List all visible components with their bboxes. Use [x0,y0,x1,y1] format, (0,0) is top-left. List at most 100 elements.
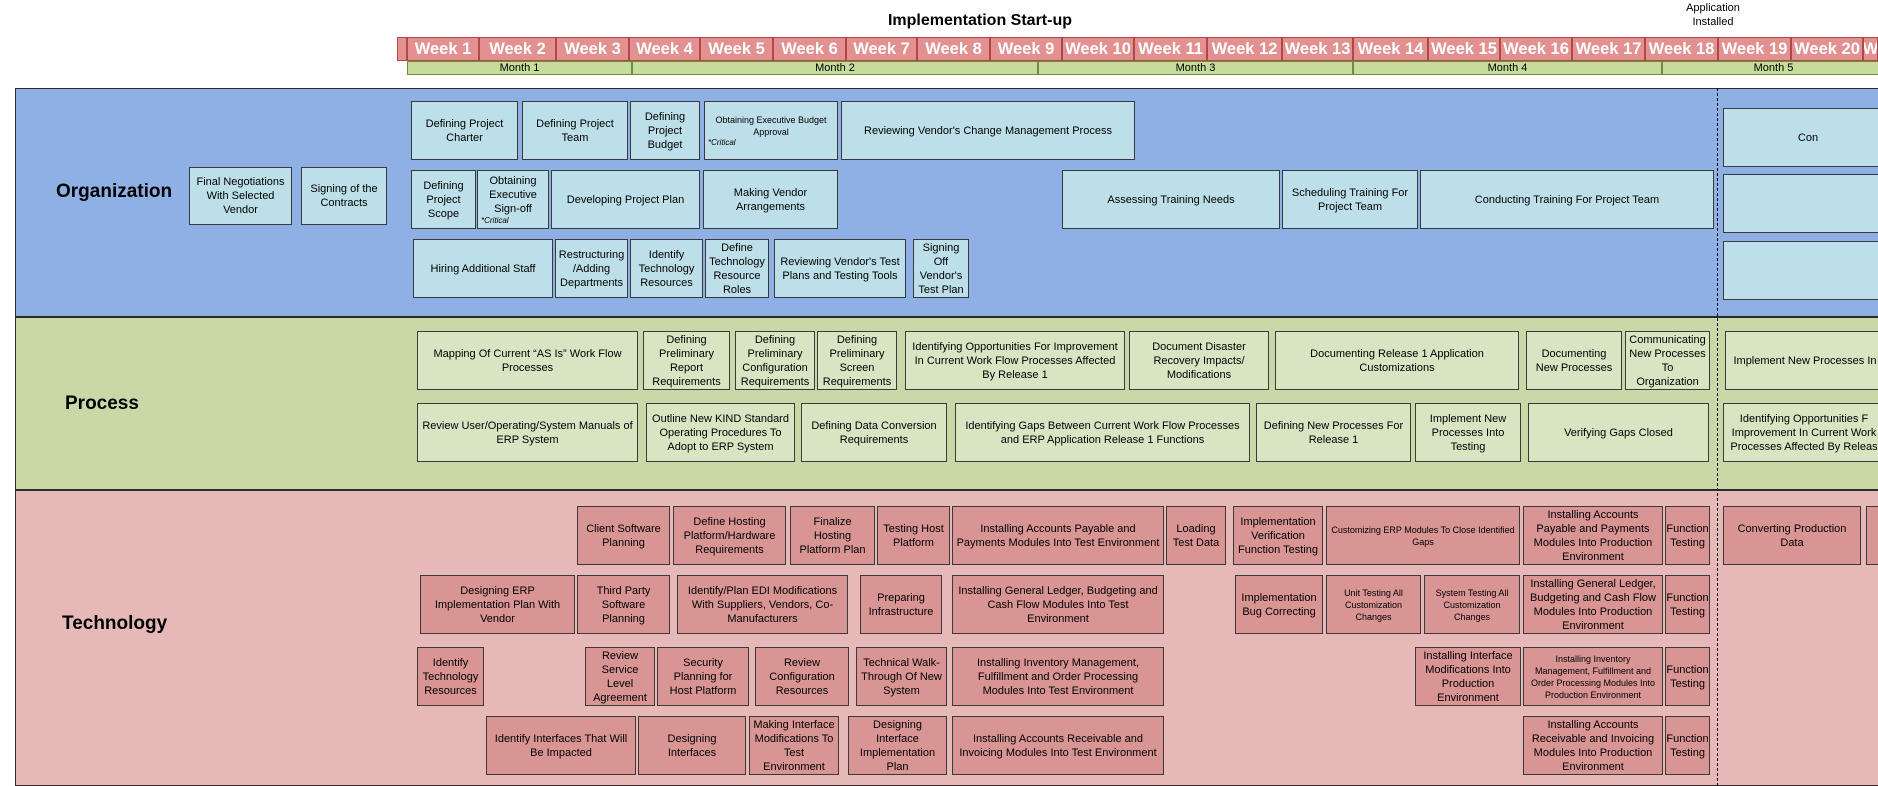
technology-task: Loading Test Data [1166,506,1226,565]
task-label: Defining Project Budget [644,110,686,151]
technology-task: Installing General Ledger, Budgeting and… [1523,575,1663,634]
task-label: Function Testing [1666,663,1709,690]
technology-task: Review Service Level Agreement [585,647,655,706]
task-label: Converting Production Data [1737,522,1847,549]
task-label: Defining Project Scope [423,179,464,220]
milestone-label: Application Installed [1686,2,1740,28]
task-label: Defining New Processes For Release 1 [1263,419,1404,446]
task-label: Installing General Ledger, Budgeting and… [1530,577,1656,632]
week-cell: Week 19 [1718,37,1791,61]
task-label: Defining Project Charter [425,117,504,144]
task-label: Signing of the Contracts [310,183,378,209]
task-label: Identifying Opportunities For Improvemen… [912,340,1118,381]
technology-task: Customizing ERP Modules To Close Identif… [1326,506,1520,565]
month-cell: Month 1 [407,61,632,75]
task-label: Function Testing [1666,591,1709,618]
week-cell: Week 17 [1572,37,1645,61]
technology-label: Technology [62,613,168,634]
task-label: Installing Interface Modifications Into … [1423,649,1513,704]
task-label: Installing Inventory Management, Fulfill… [1530,653,1656,700]
process-task: Communicating New Processes To Organizat… [1625,331,1710,390]
technology-task: Third Party Software Planning [577,575,670,634]
task-label: Define Technology Resource Roles [709,241,765,296]
task-label: System Testing All Customization Changes [1435,587,1509,622]
week-cell: Week 5 [700,37,773,61]
process-task: Document Disaster Recovery Impacts/ Modi… [1129,331,1269,390]
process-task: Defining New Processes For Release 1 [1256,403,1411,462]
task-label: Signing Off Vendor's Test Plan [918,241,964,296]
technology-task [1866,506,1878,565]
technology-task: Installing Interface Modifications Into … [1415,647,1521,706]
task-label: Identify Technology Resources [638,248,695,289]
task-label: Reviewing Vendor's Test Plans and Testin… [780,255,900,282]
task-label: Identifying Gaps Between Current Work Fl… [965,419,1240,446]
process-task: Defining Data Conversion Requirements [801,403,947,462]
critical-note: *Critical [708,137,736,147]
technology-task: Installing Accounts Payable and Payments… [1523,506,1663,565]
organization-task: Making Vendor Arrangements [703,170,838,229]
week-cell: Week 20 [1791,37,1863,61]
task-label: Defining Project Team [536,117,614,144]
week-cell: Week 7 [846,37,917,61]
month-cell: Month 4 [1353,61,1662,75]
task-label: Final Negotiations With Selected Vendor [196,176,285,216]
task-label: Assessing Training Needs [1107,193,1235,206]
process-task: Identifying Gaps Between Current Work Fl… [955,403,1250,462]
task-label: Mapping Of Current “AS Is” Work Flow Pro… [433,347,622,374]
technology-task: Function Testing [1665,647,1710,706]
technology-task: Define Hosting Platform/Hardware Require… [673,506,786,565]
task-label: Installing Accounts Payable and Payments… [1533,508,1653,563]
technology-task: Installing Inventory Management, Fulfill… [952,647,1164,706]
organization-task: Identify Technology Resources [630,239,703,298]
technology-task: System Testing All Customization Changes [1424,575,1520,634]
organization-task: Signing of the Contracts [301,167,387,225]
critical-note: *Critical [481,215,509,225]
month-cell: Month 2 [632,61,1038,75]
task-label: Installing Accounts Payable and Payments… [956,522,1160,549]
process-task: Outline New KIND Standard Operating Proc… [646,403,795,462]
technology-task: Function Testing [1665,575,1710,634]
week-cell: Week 4 [629,37,700,61]
task-label: Documenting New Processes [1535,347,1613,374]
process-task: Mapping Of Current “AS Is” Work Flow Pro… [417,331,638,390]
technology-task: Security Planning for Host Platform [657,647,749,706]
task-label: Communicating New Processes To Organizat… [1629,333,1706,388]
week-cell: Week 18 [1645,37,1718,61]
week-cell: Week 12 [1207,37,1282,61]
technology-task: Designing Interface Implementation Plan [848,716,947,775]
technology-task: Implementation Bug Correcting [1235,575,1323,634]
technology-task: Technical Walk-Through Of New System [856,647,947,706]
organization-task [1723,174,1878,233]
organization-task: Reviewing Vendor's Change Management Pro… [841,101,1135,160]
technology-task: Identify Interfaces That Will Be Impacte… [486,716,636,775]
process-task: Documenting New Processes [1526,331,1622,390]
organization-task: Hiring Additional Staff [413,239,553,298]
task-label: Defining Preliminary Screen Requirements [822,333,892,388]
process-task: Identifying Opportunities F Improvement … [1723,403,1878,462]
task-label: Installing Accounts Receivable and Invoi… [959,732,1157,759]
task-label: Restructuring /Adding Departments [558,248,625,289]
task-label: Defining Data Conversion Requirements [811,419,937,446]
task-label: Developing Project Plan [566,193,685,206]
technology-task: Making Interface Modifications To Test E… [749,716,839,775]
organization-task: Assessing Training Needs [1062,170,1280,229]
technology-task: Implementation Verification Function Tes… [1233,506,1323,565]
week-cell: Week 3 [556,37,629,61]
week-cell: Week 16 [1500,37,1572,61]
task-label: Implement New Processes Into Testing [1429,412,1507,453]
task-label: Technical Walk-Through Of New System [861,656,942,697]
process-label: Process [65,393,139,414]
technology-task: Client Software Planning [577,506,670,565]
technology-task: Review Configuration Resources [755,647,849,706]
organization-task: Signing Off Vendor's Test Plan [913,239,969,298]
task-label: Designing ERP Implementation Plan With V… [434,584,561,625]
organization-task: Scheduling Training For Project Team [1282,170,1418,229]
task-label: Customizing ERP Modules To Close Identif… [1331,524,1515,547]
task-label: Identify Interfaces That Will Be Impacte… [494,732,628,759]
task-label: Installing Inventory Management, Fulfill… [976,656,1140,697]
task-label: Defining Preliminary Configuration Requi… [740,333,810,388]
week-cell: Week 13 [1282,37,1353,61]
week-cell: Week 6 [773,37,846,61]
task-label: Verifying Gaps Closed [1564,426,1673,439]
task-label: Finalize Hosting Platform Plan [799,515,866,556]
